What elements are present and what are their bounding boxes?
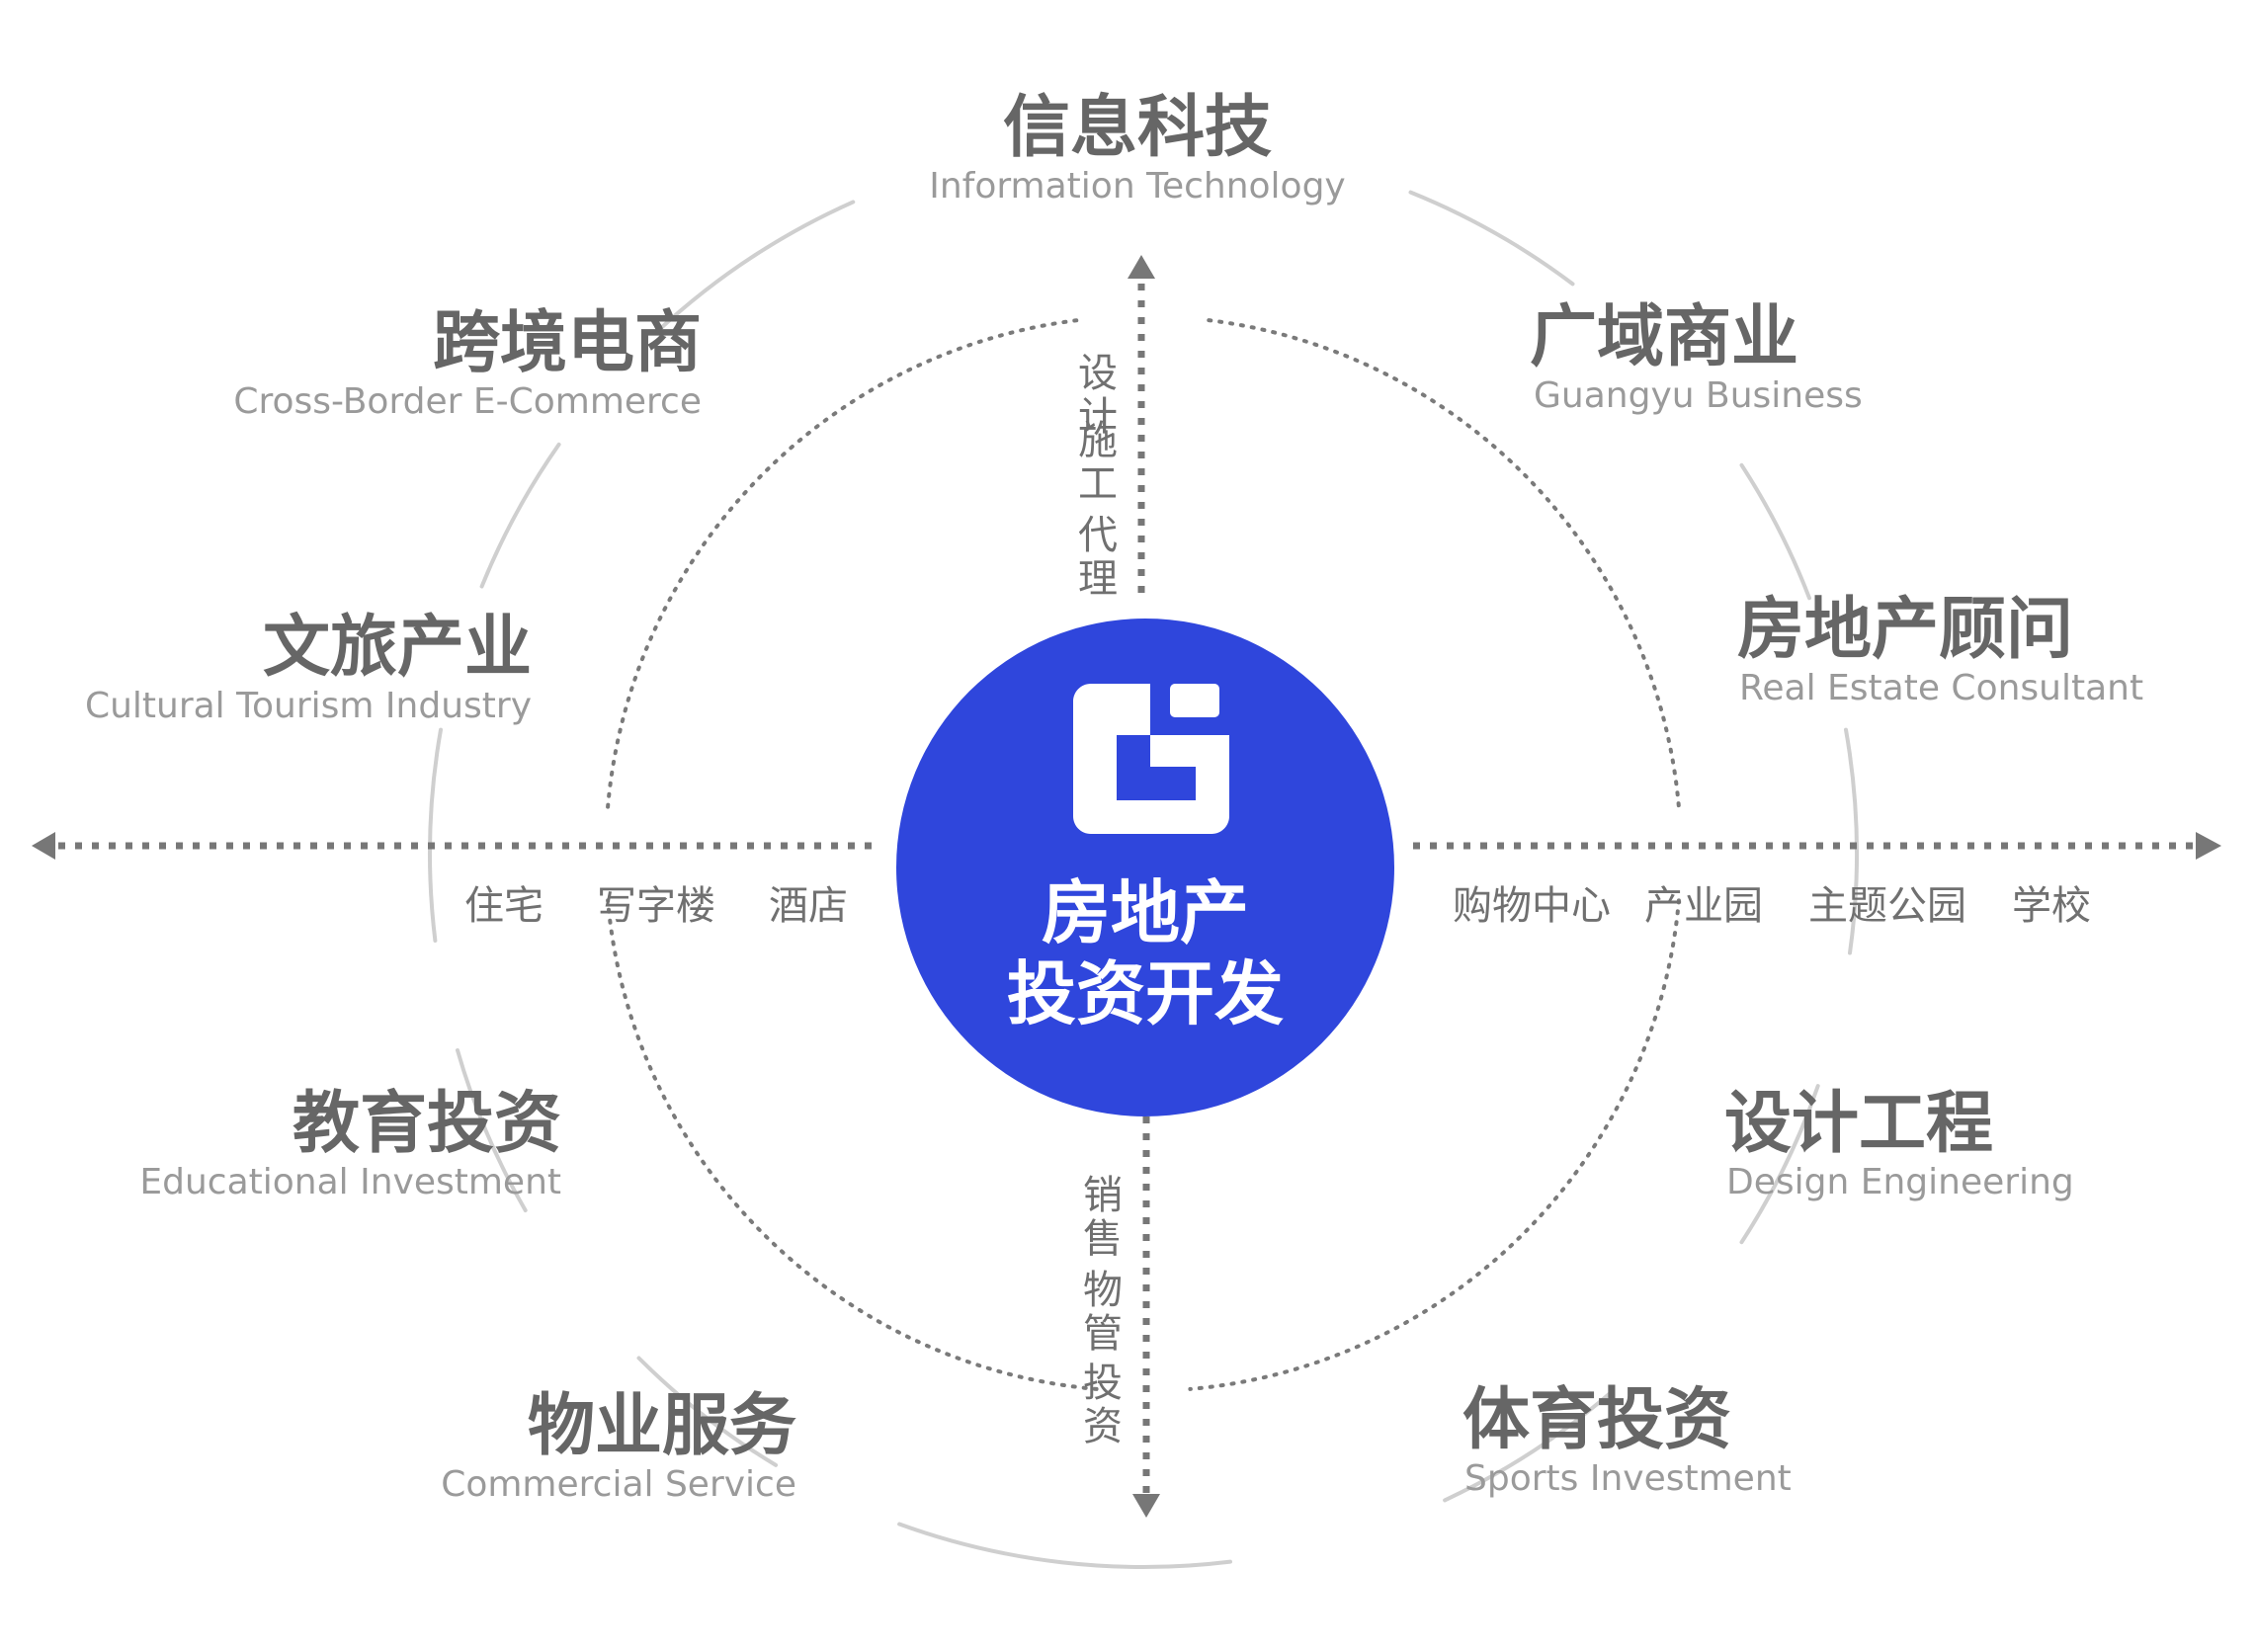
axis-right-label-2: 产业园	[1644, 883, 1763, 929]
axis-bottom	[1132, 1116, 1160, 1518]
sector-en-label: Cultural Tourism Industry	[85, 686, 532, 726]
axis-right	[1413, 832, 2221, 860]
outer-ring-arc	[1443, 1389, 1614, 1503]
sector-cn-label: 设计工程	[1724, 1085, 1993, 1163]
sector-cn-label: 文旅产业	[263, 609, 532, 687]
sector-cn-label: 体育投资	[1462, 1381, 1731, 1459]
axis-top-label-2: 施工	[1071, 419, 1117, 506]
outer-ring-arc	[1739, 1084, 1820, 1245]
sector-commercial-service: 物业服务 Commercial Service	[441, 1387, 796, 1505]
sector-design-engineering: 设计工程 Design Engineering	[1724, 1085, 2074, 1202]
sector-cn-label: 教育投资	[292, 1085, 561, 1163]
outer-ring	[428, 190, 1859, 1569]
sector-cn-label: 广域商业	[1530, 298, 1798, 376]
axis-top	[1128, 255, 1155, 593]
sector-cn-label: 物业服务	[528, 1387, 796, 1465]
axis-top-label-3: 代理	[1071, 514, 1118, 601]
sector-en-label: Educational Investment	[139, 1162, 561, 1202]
center-hub: 房地产 投资开发	[896, 619, 1394, 1116]
sector-en-label: Information Technology	[929, 166, 1346, 206]
center-circle	[896, 619, 1394, 1116]
inner-ring-arc	[606, 898, 1099, 1391]
axis-right-label-3: 主题公园	[1808, 883, 1966, 929]
sector-en-label: Real Estate Consultant	[1739, 668, 2143, 708]
sector-en-label: Sports Investment	[1464, 1458, 1792, 1499]
axis-right-label-1: 购物中心	[1453, 883, 1611, 929]
center-title-line-2: 投资开发	[1007, 953, 1284, 1034]
outer-ring-arc	[428, 727, 443, 943]
outer-ring-arc	[654, 200, 856, 334]
sector-cross-border-e-commerce: 跨境电商 Cross-Border E-Commerce	[233, 304, 702, 422]
sector-information-technology: 信息科技 Information Technology	[929, 89, 1346, 206]
center-title-line-1: 房地产	[1042, 872, 1249, 953]
sector-cn-label: 房地产顾问	[1737, 591, 2073, 669]
axis-bottom-label-3: 投资	[1076, 1362, 1122, 1448]
axis-left-label-1: 住宅	[464, 883, 543, 929]
axis-left-label-2: 写字楼	[597, 883, 715, 929]
logo-g-icon	[1073, 684, 1229, 834]
sector-en-label: Commercial Service	[441, 1464, 796, 1505]
outer-ring-arc	[1408, 190, 1575, 287]
inner-ring	[606, 318, 1681, 1391]
sector-sports-investment: 体育投资 Sports Investment	[1462, 1381, 1792, 1499]
sector-cn-label: 信息科技	[1003, 89, 1272, 167]
sector-en-label: Guangyu Business	[1534, 375, 1863, 416]
axis-bottom-label-1: 销售	[1076, 1174, 1122, 1261]
axis-left-label-3: 酒店	[769, 883, 848, 929]
outer-ring-arc	[897, 1522, 1232, 1569]
outer-ring-arc	[636, 1356, 779, 1467]
outer-ring-arc	[1844, 727, 1859, 955]
sector-en-label: Design Engineering	[1726, 1162, 2074, 1202]
axis-left	[32, 832, 872, 860]
outer-ring-arc	[1739, 462, 1811, 601]
inner-ring-arc	[1207, 318, 1681, 809]
axis-right-label-4: 学校	[2012, 883, 2091, 929]
sector-educational-investment: 教育投资 Educational Investment	[139, 1085, 561, 1202]
sector-cn-label: 跨境电商	[433, 304, 702, 382]
axis-bottom-label-2: 物管	[1076, 1269, 1122, 1356]
axis-top-label-1: 设计	[1071, 352, 1117, 439]
sector-real-estate-consultant: 房地产顾问 Real Estate Consultant	[1737, 591, 2143, 708]
inner-ring-arc	[1188, 898, 1681, 1391]
inner-ring-arc	[606, 318, 1080, 809]
sector-cultural-tourism-industry: 文旅产业 Cultural Tourism Industry	[85, 609, 532, 726]
outer-ring-arc	[479, 442, 561, 589]
sector-en-label: Cross-Border E-Commerce	[233, 381, 702, 422]
outer-ring-arc	[456, 1048, 528, 1212]
sector-guangyu-business: 广域商业 Guangyu Business	[1530, 298, 1863, 416]
